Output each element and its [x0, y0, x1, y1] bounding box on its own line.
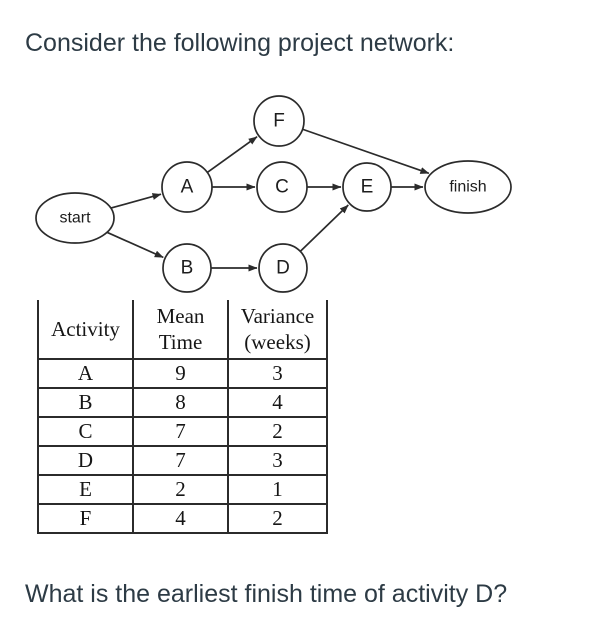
node-label-D: D	[276, 258, 290, 279]
question-prompt: Consider the following project network:	[25, 29, 455, 57]
node-label-finish: finish	[449, 179, 486, 196]
edge-F-finish	[302, 128, 430, 175]
node-shape-F	[253, 95, 305, 147]
node-label-C: C	[275, 177, 289, 198]
cell-mean-time: 8	[132, 387, 229, 418]
node-E: E	[342, 162, 392, 212]
cell-mean-time: 7	[132, 416, 229, 447]
node-shape-C	[256, 161, 308, 213]
node-finish: finish	[424, 160, 512, 214]
node-A: A	[161, 161, 213, 213]
col-header-variance: Variance(weeks)	[227, 300, 328, 360]
cell-variance: 1	[227, 474, 328, 505]
cell-variance: 3	[227, 445, 328, 476]
cell-activity: F	[37, 503, 134, 534]
node-B: B	[162, 243, 212, 293]
cell-activity: A	[37, 358, 134, 389]
edge-D-E	[299, 204, 349, 252]
cell-mean-time: 7	[132, 445, 229, 476]
node-D: D	[258, 243, 308, 293]
node-shape-D	[258, 243, 308, 293]
node-shape-A	[161, 161, 213, 213]
node-shape-B	[162, 243, 212, 293]
node-shape-E	[342, 162, 392, 212]
node-start: start	[35, 192, 115, 244]
cell-variance: 2	[227, 503, 328, 534]
edge-A-F	[206, 136, 258, 174]
node-F: F	[253, 95, 305, 147]
cell-mean-time: 9	[132, 358, 229, 389]
node-shape-start	[35, 192, 115, 244]
node-label-F: F	[273, 111, 285, 132]
cell-variance: 2	[227, 416, 328, 447]
cell-variance: 3	[227, 358, 328, 389]
edge-start-B	[106, 231, 164, 259]
node-label-E: E	[361, 177, 374, 198]
cell-activity: E	[37, 474, 134, 505]
diagram-edges	[106, 128, 430, 272]
col-header-activity: Activity	[37, 300, 134, 360]
cell-activity: D	[37, 445, 134, 476]
cell-mean-time: 4	[132, 503, 229, 534]
cell-activity: C	[37, 416, 134, 447]
node-label-start: start	[59, 210, 91, 227]
node-label-B: B	[181, 258, 194, 279]
edge-start-A	[110, 193, 162, 209]
node-label-A: A	[181, 177, 194, 198]
node-shape-finish	[424, 160, 512, 214]
node-C: C	[256, 161, 308, 213]
cell-mean-time: 2	[132, 474, 229, 505]
cell-variance: 4	[227, 387, 328, 418]
cell-activity: B	[37, 387, 134, 418]
question-text: What is the earliest finish time of acti…	[25, 580, 508, 608]
